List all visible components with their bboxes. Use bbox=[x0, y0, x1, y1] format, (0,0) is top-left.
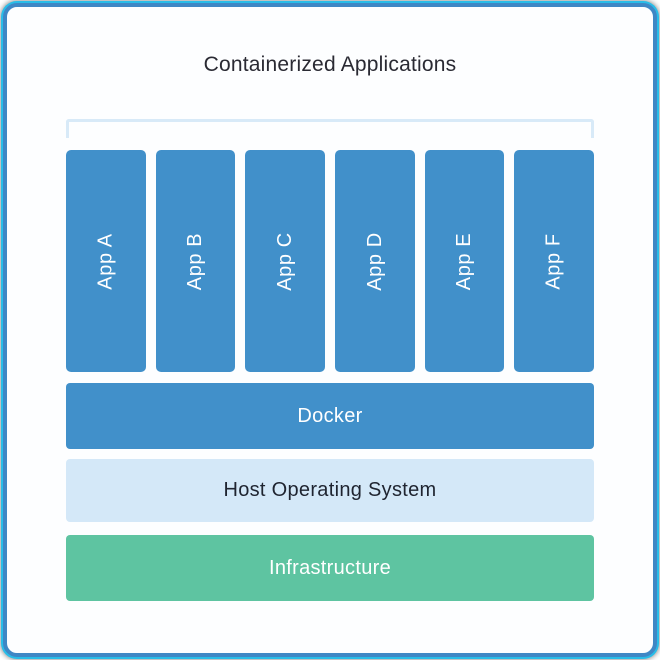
app-bar-d: App D bbox=[335, 150, 415, 372]
diagram-content: App A App B App C App D App E App F D bbox=[66, 79, 595, 601]
layer-docker: Docker bbox=[66, 383, 594, 449]
diagram-card: Containerized Applications App A App B A… bbox=[3, 3, 657, 657]
app-label-d: App D bbox=[363, 231, 386, 291]
app-label-a: App A bbox=[94, 232, 117, 290]
app-bar-f: App F bbox=[514, 150, 595, 372]
app-bar-c: App C bbox=[245, 150, 326, 372]
app-label-c: App C bbox=[273, 231, 296, 291]
diagram-title: Containerized Applications bbox=[203, 53, 457, 76]
layer-infrastructure: Infrastructure bbox=[66, 535, 594, 601]
app-label-b: App B bbox=[184, 232, 207, 290]
app-bar-b: App B bbox=[155, 150, 236, 372]
apps-row: App A App B App C App D App E App F bbox=[66, 150, 595, 372]
apps-group-bracket bbox=[66, 119, 594, 138]
layer-host-operating-system: Host Operating System bbox=[66, 459, 594, 522]
app-bar-e: App E bbox=[424, 150, 505, 372]
app-label-f: App F bbox=[542, 232, 565, 290]
app-label-e: App E bbox=[453, 232, 476, 290]
app-bar-a: App A bbox=[66, 150, 146, 372]
